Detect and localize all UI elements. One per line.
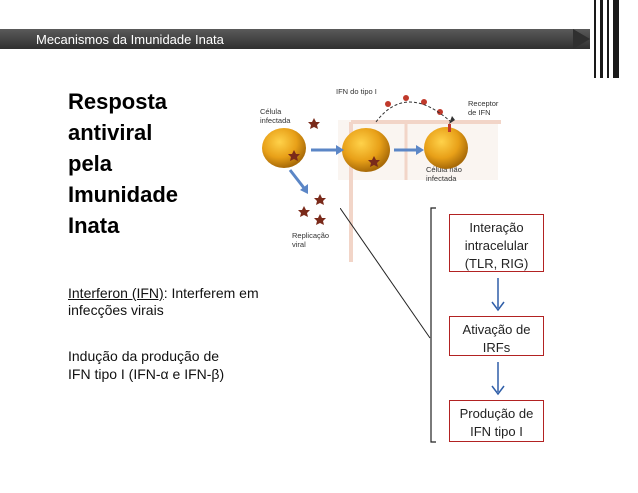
flow-box-producao: Produção de IFN tipo I <box>449 400 544 442</box>
flow-arrow-1 <box>491 278 505 312</box>
label-infected-2: infectada <box>260 116 291 125</box>
box-line: Ativação de <box>462 322 531 337</box>
flow-bracket <box>426 207 450 443</box>
flow-arrow-2 <box>491 362 505 396</box>
header-bar <box>0 29 590 49</box>
header-tab-shape <box>573 29 590 49</box>
title-line: Resposta <box>68 89 168 114</box>
box-line: intracelular <box>464 238 529 253</box>
label-uninfected-1: Célula não <box>426 165 462 174</box>
label-infected-1: Célula <box>260 107 282 116</box>
label-receptor-1: Receptor <box>468 99 499 108</box>
decorative-corner-lines <box>588 0 638 80</box>
box-line: (TLR, RIG) <box>464 256 529 271</box>
title-line: antiviral <box>68 120 153 145</box>
label-ifn: IFN do tipo I <box>336 87 377 96</box>
box-line: IRFs <box>482 340 511 355</box>
interferon-term: Interferon (IFN) <box>68 285 164 301</box>
label-replication-2: viral <box>292 240 306 249</box>
interferon-text-line1: Interferon (IFN): Interferem em <box>68 285 259 301</box>
infected-cell-2 <box>342 128 390 172</box>
box-line: Produção de <box>459 406 534 421</box>
label-receptor-2: de IFN <box>468 108 491 117</box>
title-line: Imunidade <box>68 182 179 207</box>
slide-header-title: Mecanismos da Imunidade Inata <box>36 32 224 47</box>
uninfected-cell <box>424 127 468 169</box>
flow-box-interacao: Interação intracelular (TLR, RIG) <box>449 214 544 272</box>
title-line: Inata <box>68 213 120 238</box>
infected-cell-1 <box>262 128 306 168</box>
flow-box-ativacao: Ativação de IRFs <box>449 316 544 356</box>
inducao-text-line2: IFN tipo I (IFN-α e IFN-β) <box>68 366 225 382</box>
box-line: IFN tipo I <box>470 424 523 439</box>
box-line: Interação <box>469 220 524 235</box>
label-replication-1: Replicação <box>292 231 329 240</box>
inducao-text-line1: Indução da produção de <box>68 348 220 364</box>
slide-title: Resposta antiviral pela Imunidade Inata <box>68 86 178 241</box>
label-uninfected-2: infectada <box>426 174 457 183</box>
bracket-connector-line <box>340 208 431 339</box>
title-line: pela <box>68 151 113 176</box>
interferon-rest: : Interferem em <box>163 285 259 301</box>
interferon-text-line2: infecções virais <box>68 302 164 318</box>
